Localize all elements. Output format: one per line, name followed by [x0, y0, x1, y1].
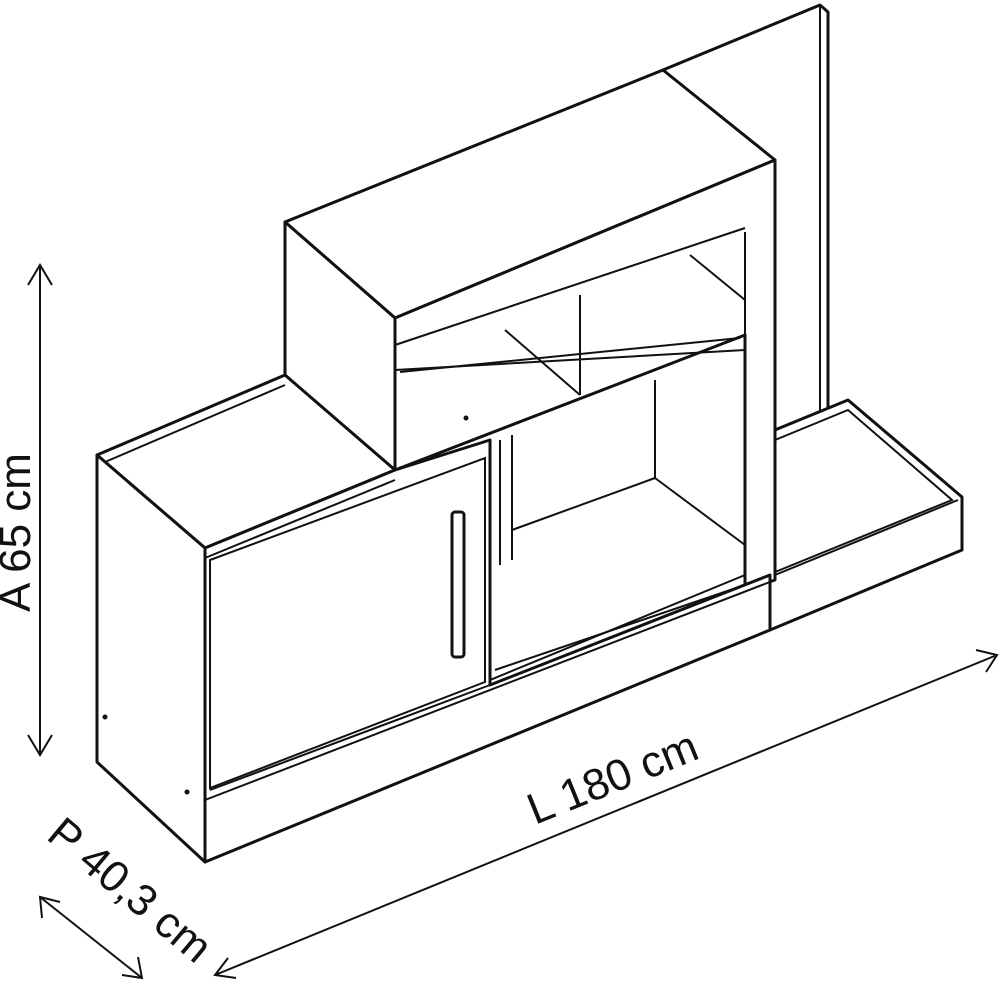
right-platform [768, 398, 964, 632]
hole-dot [184, 789, 190, 795]
lower-cabinet [95, 373, 776, 864]
length-dimension-arrow [213, 649, 999, 979]
hole-dot [102, 714, 108, 720]
length-label: L 180 cm [520, 722, 705, 835]
cabinet-door [209, 456, 486, 790]
height-label: A 65 cm [0, 453, 40, 612]
hole-dot [463, 415, 469, 421]
height-dimension-arrow [27, 263, 53, 757]
depth-dimension-arrow [38, 895, 144, 980]
door-handle [450, 510, 466, 659]
